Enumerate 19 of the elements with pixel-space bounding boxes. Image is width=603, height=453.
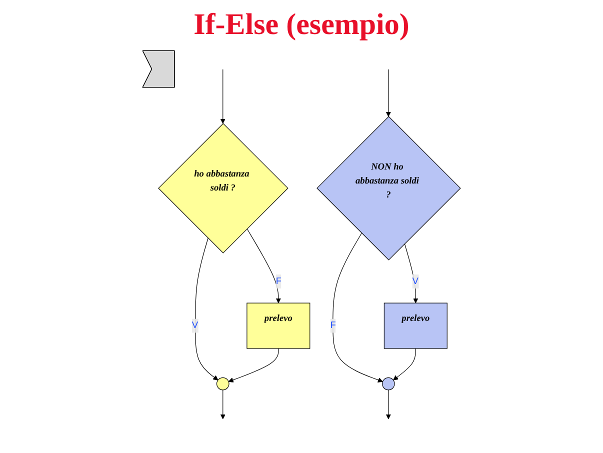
node-box: prelevo (246, 302, 310, 349)
arrow (332, 232, 383, 382)
arrow (194, 238, 218, 380)
edge-label: V (192, 320, 198, 330)
node-circle (382, 377, 395, 390)
arrow (404, 243, 418, 304)
node-circle (216, 377, 230, 390)
arrow (386, 69, 391, 117)
arrow (220, 69, 226, 124)
node-box: prelevo (384, 302, 448, 349)
title: If-Else (esempio) (192, 8, 410, 42)
edge-label: V (412, 276, 419, 286)
arrow (393, 348, 416, 380)
node-diamond: ho abbastanza soldi ? (158, 123, 288, 254)
node-diamond: NON ho abbastanza soldi ? (316, 116, 461, 260)
arrow (220, 390, 226, 420)
arrow (228, 348, 279, 382)
arrow (246, 228, 281, 304)
arrow (386, 390, 391, 420)
